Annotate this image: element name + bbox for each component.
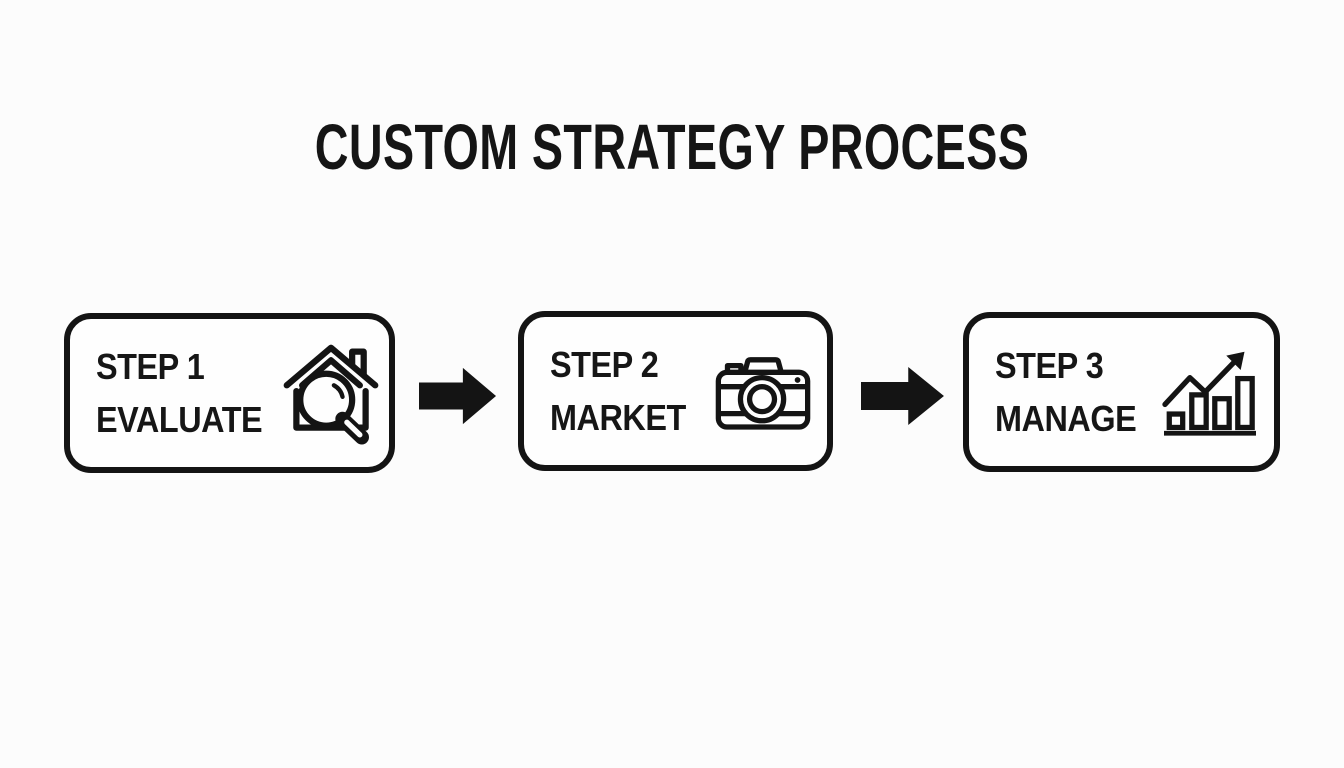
step-number-label: STEP 2 — [550, 344, 659, 385]
camera-icon — [715, 356, 811, 430]
step-card-labels: STEP 3 MANAGE — [995, 339, 1137, 445]
step-action-label: EVALUATE — [96, 399, 263, 440]
step-number-label: STEP 3 — [995, 345, 1104, 386]
right-block-arrow-icon — [861, 367, 944, 425]
step-card-labels: STEP 1 EVALUATE — [96, 340, 263, 446]
step-action-label: MARKET — [550, 397, 686, 438]
step-card-labels: STEP 2 MARKET — [550, 338, 686, 444]
step-card-manage: STEP 3 MANAGE — [963, 312, 1280, 472]
step-action-label: MANAGE — [995, 398, 1137, 439]
growth-chart-icon — [1162, 351, 1256, 436]
page-title: CUSTOM STRATEGY PROCESS — [314, 111, 1030, 183]
step-card-market: STEP 2 MARKET — [518, 311, 833, 471]
house-search-icon — [283, 344, 379, 445]
step-number-label: STEP 1 — [96, 346, 205, 387]
right-block-arrow-icon — [419, 367, 497, 425]
step-card-evaluate: STEP 1 EVALUATE — [64, 313, 395, 473]
